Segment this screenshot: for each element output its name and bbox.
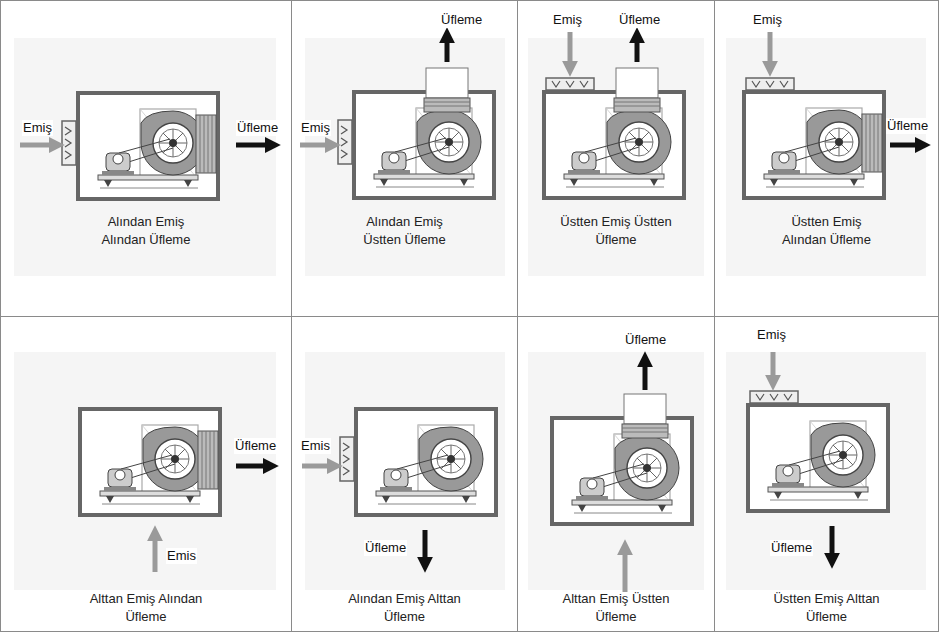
- flow-label: Emiş: [552, 12, 583, 28]
- flow-label: Üfleme: [440, 12, 483, 28]
- flow-label: Üfleme: [886, 118, 929, 134]
- layout-panel: Alından Emiş Üstten Üfleme: [291, 0, 518, 317]
- layout-panel: Alttan Emiş Üstten Üfleme: [517, 316, 715, 632]
- panel-caption: Alından Emiş Alından Üfleme: [89, 213, 203, 249]
- panel-caption: Alından Emiş Alttan Üfleme: [348, 590, 462, 626]
- flow-label: Üfleme: [234, 438, 277, 454]
- flow-label: Emiş: [300, 120, 331, 136]
- layout-panel: Üstten Emiş Alından Üfleme: [714, 0, 939, 317]
- flow-arrows: [20, 32, 918, 592]
- panel-caption: Üstten Emiş Alttan Üfleme: [770, 590, 884, 626]
- panel-caption: Üstten Emiş Üstten Üfleme: [559, 213, 673, 249]
- panel-caption: Alından Emiş Üstten Üfleme: [348, 213, 462, 249]
- layout-panel: Alttan Emiş Alından Üfleme: [0, 316, 292, 632]
- flow-label: Emis: [300, 438, 331, 454]
- layout-panel: Üstten Emiş Üstten Üfleme: [517, 0, 715, 317]
- flow-label: Üfleme: [236, 120, 279, 136]
- layout-panel: Alından Emiş Alttan Üfleme: [291, 316, 518, 632]
- panel-caption: Üstten Emiş Alından Üfleme: [770, 213, 884, 249]
- flow-label: Üfleme: [770, 540, 813, 556]
- flow-label: Emiş: [752, 12, 783, 28]
- panel-ground: [14, 38, 926, 590]
- layout-panel: Üstten Emiş Alttan Üfleme: [714, 316, 939, 632]
- flow-label: Üfleme: [624, 332, 667, 348]
- flow-label: Emis: [166, 548, 197, 564]
- flow-label: Emiş: [22, 120, 53, 136]
- panel-caption: Alttan Emiş Üstten Üfleme: [559, 590, 673, 626]
- flow-label: Emiş: [756, 327, 787, 343]
- panel-caption: Alttan Emiş Alından Üfleme: [89, 590, 203, 626]
- flow-label: Üfleme: [364, 540, 407, 556]
- layout-panel: Alından Emiş Alından Üfleme: [0, 0, 292, 317]
- fan-units: [62, 68, 888, 524]
- flow-label: Üfleme: [618, 12, 661, 28]
